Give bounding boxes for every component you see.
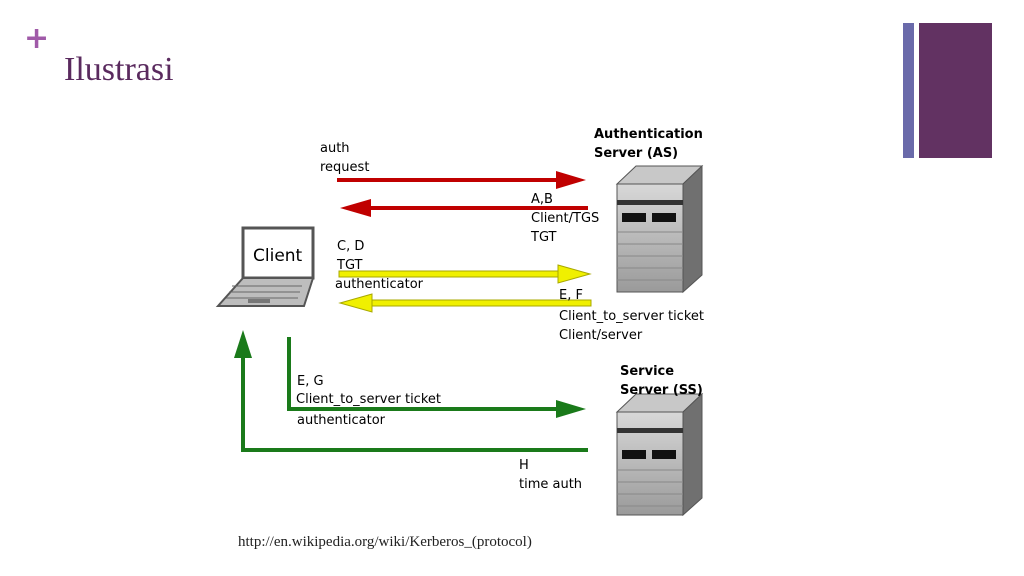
msg-cd-line2: TGT [336,258,363,273]
source-link[interactable]: http://en.wikipedia.org/wiki/Kerberos_(p… [238,534,532,550]
ss-title-line2: Server (SS) [620,383,703,398]
as-title-line2: Server (AS) [594,146,678,161]
as-title-line1: Authentication [594,127,703,142]
msg-h-line2: time auth [519,477,582,492]
arrow-cd-request [338,264,592,284]
msg-ef-line2: Client_to_server ticket [559,309,704,324]
msg-h-line1: H [519,458,529,473]
arrow-eg-request [287,337,586,418]
plus-icon: + [24,21,50,56]
msg-ef-line1: E, F [559,288,583,303]
msg-ab-line2: Client/TGS [531,211,599,226]
arrow-ef-response [338,293,592,313]
ss-title-line1: Service [620,364,674,379]
arrow-ab-response [340,199,588,217]
service-server-icon [615,392,704,517]
client-label: Client [253,246,303,266]
msg-eg-line1: E, G [297,374,324,389]
arrow-h-response [234,330,588,452]
msg-auth-line1: auth [320,141,350,156]
authentication-server-icon [615,164,704,294]
msg-cd-line1: C, D [337,239,364,254]
accent-bar-thick [919,23,992,158]
msg-cd-line3: authenticator [335,277,424,292]
msg-ab-line3: TGT [530,230,557,245]
msg-auth-line2: request [320,160,369,175]
client-laptop-icon [215,226,315,307]
msg-eg-line3: authenticator [297,413,386,428]
arrow-auth-request [337,171,586,189]
msg-ef-line3: Client/server [559,328,643,343]
slide-title: Ilustrasi [64,51,174,88]
msg-eg-line2: Client_to_server ticket [296,392,441,407]
msg-ab-line1: A,B [531,192,553,207]
accent-bar-thin [903,23,914,158]
